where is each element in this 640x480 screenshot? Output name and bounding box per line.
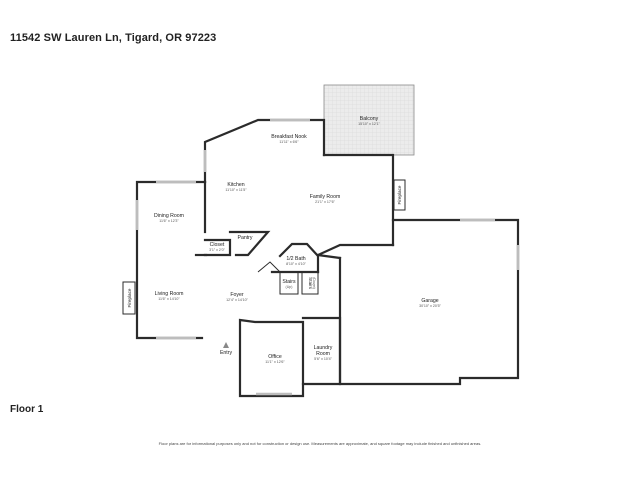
- half-bath-dims: 8'10" x 4'10": [286, 262, 306, 266]
- office-dims: 11'1" x 12'6": [265, 360, 285, 364]
- laundry-name: Laundry: [314, 345, 333, 351]
- entry-name: Entry: [220, 350, 233, 356]
- dining-room-dims: 11'6" x 12'3": [159, 219, 179, 223]
- stairs-down-direction: (Down): [312, 277, 316, 289]
- kitchen-name: Kitchen: [227, 182, 244, 188]
- page-title: 11542 SW Lauren Ln, Tigard, OR 97223: [10, 32, 217, 44]
- windows: [135, 118, 520, 396]
- fireplace-left-label: Fireplace: [127, 288, 132, 307]
- fireplace-right: Fireplace: [393, 179, 406, 211]
- dining-room-name: Dining Room: [154, 213, 184, 219]
- stairs-up-name: Stairs: [282, 279, 296, 285]
- garage-name: Garage: [421, 298, 438, 304]
- fireplace-right-label: Fireplace: [397, 185, 402, 204]
- family-room-name: Family Room: [310, 194, 341, 200]
- entry-arrow-icon: [223, 342, 229, 348]
- breakfast-nook-dims: 11'11" x 6'6": [279, 140, 299, 144]
- family-room-dims: 21'1" x 17'6": [315, 200, 335, 204]
- stairs-up-direction: (Up): [286, 285, 293, 289]
- closet-dims: 3'1" x 2'0": [209, 248, 225, 252]
- balcony-name: Balcony: [360, 116, 379, 122]
- balcony-dims: 15'10" x 12'1": [358, 122, 380, 126]
- laundry-dims: 5'6" x 10'4": [314, 357, 332, 361]
- kitchen-dims: 11'10" x 11'5": [225, 188, 247, 192]
- garage-dims: 30'10" x 20'5": [419, 304, 441, 308]
- living-room-name: Living Room: [155, 291, 184, 297]
- fireplace-left: Fireplace: [122, 281, 136, 315]
- pantry-name: Pantry: [238, 235, 253, 241]
- room-labels: Balcony 15'10" x 12'1" Breakfast Nook 11…: [154, 116, 442, 364]
- stairs-down-name: Stairs: [308, 277, 313, 289]
- closet-name: Closet: [210, 242, 225, 248]
- foyer-dims: 12'4" x 14'10": [226, 298, 248, 302]
- half-bath-name: 1/2 Bath: [286, 256, 305, 262]
- floor-label: Floor 1: [10, 404, 44, 415]
- office-name: Office: [268, 354, 282, 360]
- disclaimer: Floor plans are for informational purpos…: [158, 441, 482, 446]
- breakfast-nook-name: Breakfast Nook: [271, 134, 307, 140]
- living-room-dims: 11'6" x 14'10": [158, 297, 180, 301]
- interior-walls: [194, 180, 342, 398]
- balcony: [323, 84, 415, 156]
- laundry-name-2: Room: [316, 351, 330, 357]
- foyer-name: Foyer: [230, 292, 244, 298]
